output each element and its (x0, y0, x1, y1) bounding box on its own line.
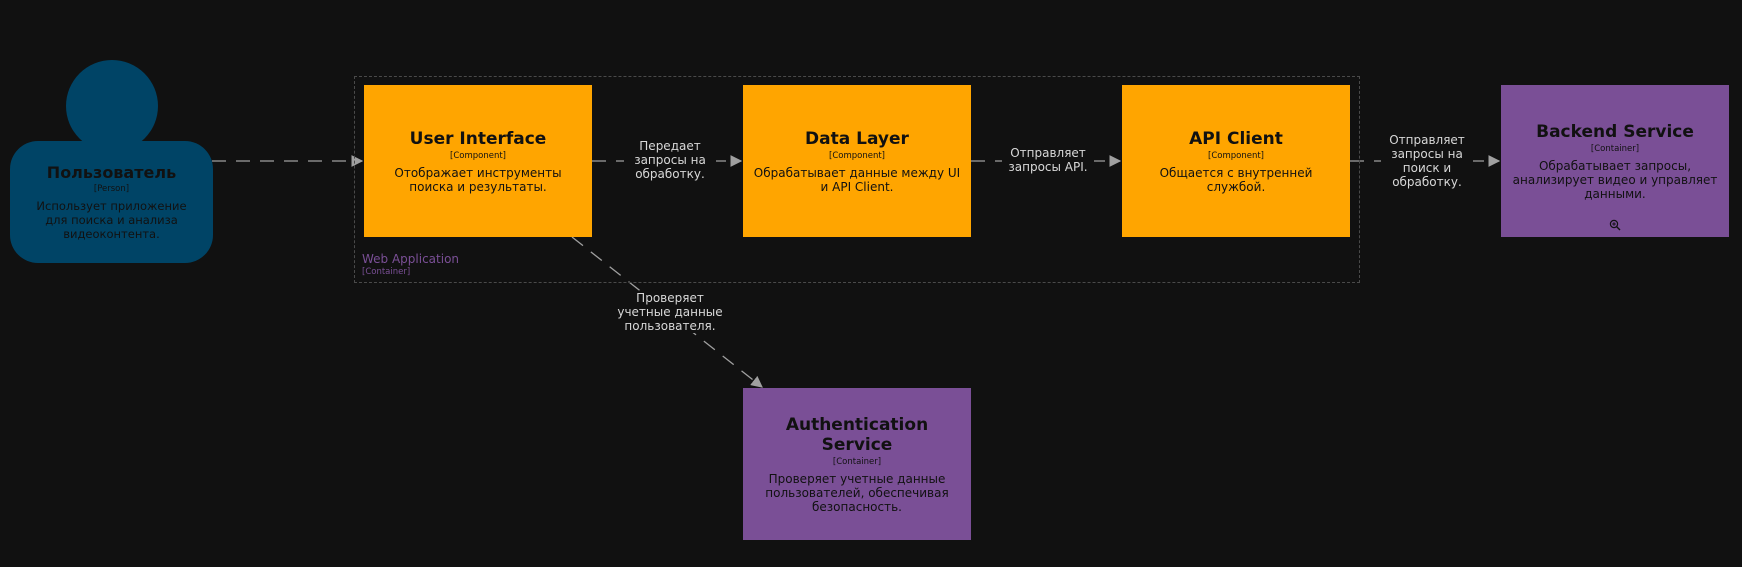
boundary-tag: [Container] (362, 267, 411, 277)
api-title: API Client (1189, 128, 1283, 149)
edge-label-api-to-backend: Отправляет запросы на поиск и обработку. (1381, 133, 1473, 189)
person-node[interactable]: Пользователь [Person] Использует приложе… (10, 141, 213, 263)
person-tag: [Person] (93, 184, 130, 194)
person-desc: Использует приложение для поиска и анали… (36, 199, 187, 241)
auth-title: Authentication Service (785, 414, 929, 455)
edge-label-ui-to-auth: Проверяет учетные данные пользователя. (614, 291, 726, 333)
backend-desc: Обрабатывает запросы, анализирует видео … (1512, 158, 1718, 201)
backend-tag: [Container] (1590, 143, 1640, 154)
api-tag: [Component] (1208, 150, 1264, 161)
data-title: Data Layer (805, 128, 909, 149)
data-layer-node[interactable]: Data Layer [Component] Обрабатывает данн… (743, 85, 971, 237)
authentication-service-node[interactable]: Authentication Service [Container] Прове… (743, 388, 971, 540)
backend-service-node[interactable]: Backend Service [Container] Обрабатывает… (1501, 85, 1729, 237)
edge-label-data-to-api: Отправляет запросы API. (1002, 146, 1094, 174)
data-tag: [Component] (829, 150, 885, 161)
web-application-boundary (354, 76, 1360, 283)
person-title: Пользователь (46, 163, 177, 182)
ui-tag: [Component] (450, 150, 506, 161)
api-client-node[interactable]: API Client [Component] Общается с внутре… (1122, 85, 1350, 237)
ui-title: User Interface (409, 128, 547, 149)
edge-label-ui-to-data: Передает запросы на обработку. (624, 139, 716, 181)
user-interface-node[interactable]: User Interface [Component] Отображает ин… (364, 85, 592, 237)
zoom-in-icon[interactable] (1609, 219, 1621, 231)
backend-title: Backend Service (1536, 121, 1694, 142)
api-desc: Общается с внутренней службой. (1159, 165, 1313, 194)
ui-desc: Отображает инструменты поиска и результа… (394, 165, 562, 194)
auth-tag: [Container] (832, 456, 882, 467)
auth-desc: Проверяет учетные данные пользователей, … (765, 471, 949, 514)
person-head (66, 60, 158, 152)
boundary-label: Web Application (362, 252, 460, 266)
data-desc: Обрабатывает данные между UI и API Clien… (753, 165, 961, 194)
